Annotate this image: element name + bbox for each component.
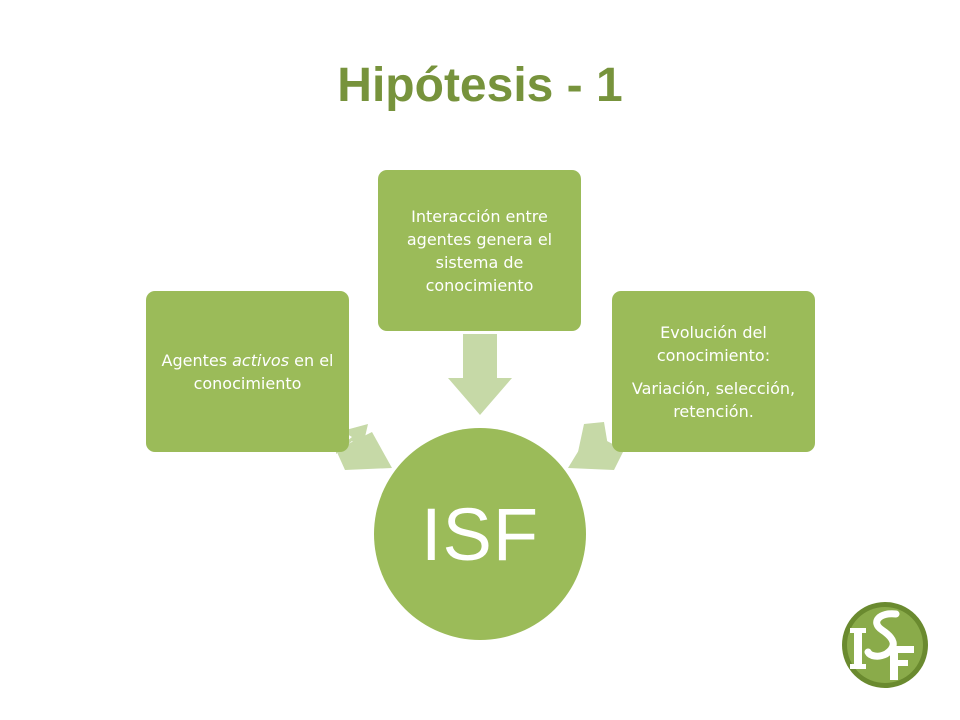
box-right-line2: Variación, selección, retención. bbox=[631, 378, 796, 421]
logo-letter-i bbox=[854, 630, 862, 666]
box-left-text-italic: activos bbox=[232, 350, 290, 370]
slide-title: Hipótesis - 1 bbox=[337, 59, 623, 112]
logo-letter-i-bottom bbox=[850, 664, 866, 669]
arrow-right-diagonal-stem bbox=[568, 432, 624, 470]
box-right-line1: Evolución del conocimiento: bbox=[656, 322, 771, 365]
box-left-text-before: Agentes bbox=[161, 350, 233, 370]
center-label: ISF bbox=[420, 492, 540, 576]
logo-letter-f-mid bbox=[890, 660, 908, 666]
box-agentes-activos: Agentes activos en el conocimiento bbox=[146, 291, 349, 452]
arrow-top-down bbox=[448, 334, 512, 415]
arrow-right-diagonal bbox=[578, 422, 608, 452]
box-top-text: Interacción entre agentes genera el sist… bbox=[406, 206, 553, 295]
center-circle-isf: ISF bbox=[374, 428, 586, 640]
box-evolucion: Evolución del conocimiento: Variación, s… bbox=[612, 291, 815, 452]
box-left-text: Agentes activos en el conocimiento bbox=[156, 349, 339, 395]
box-left-text-after: en el conocimiento bbox=[193, 350, 334, 393]
box-interaccion: Interacción entre agentes genera el sist… bbox=[378, 170, 581, 331]
isf-logo bbox=[842, 602, 928, 688]
logo-letter-f-top bbox=[890, 646, 914, 653]
logo-letter-s bbox=[864, 610, 900, 660]
arrow-left-diagonal-stem bbox=[336, 432, 392, 470]
logo-letter-i-top bbox=[850, 628, 866, 633]
